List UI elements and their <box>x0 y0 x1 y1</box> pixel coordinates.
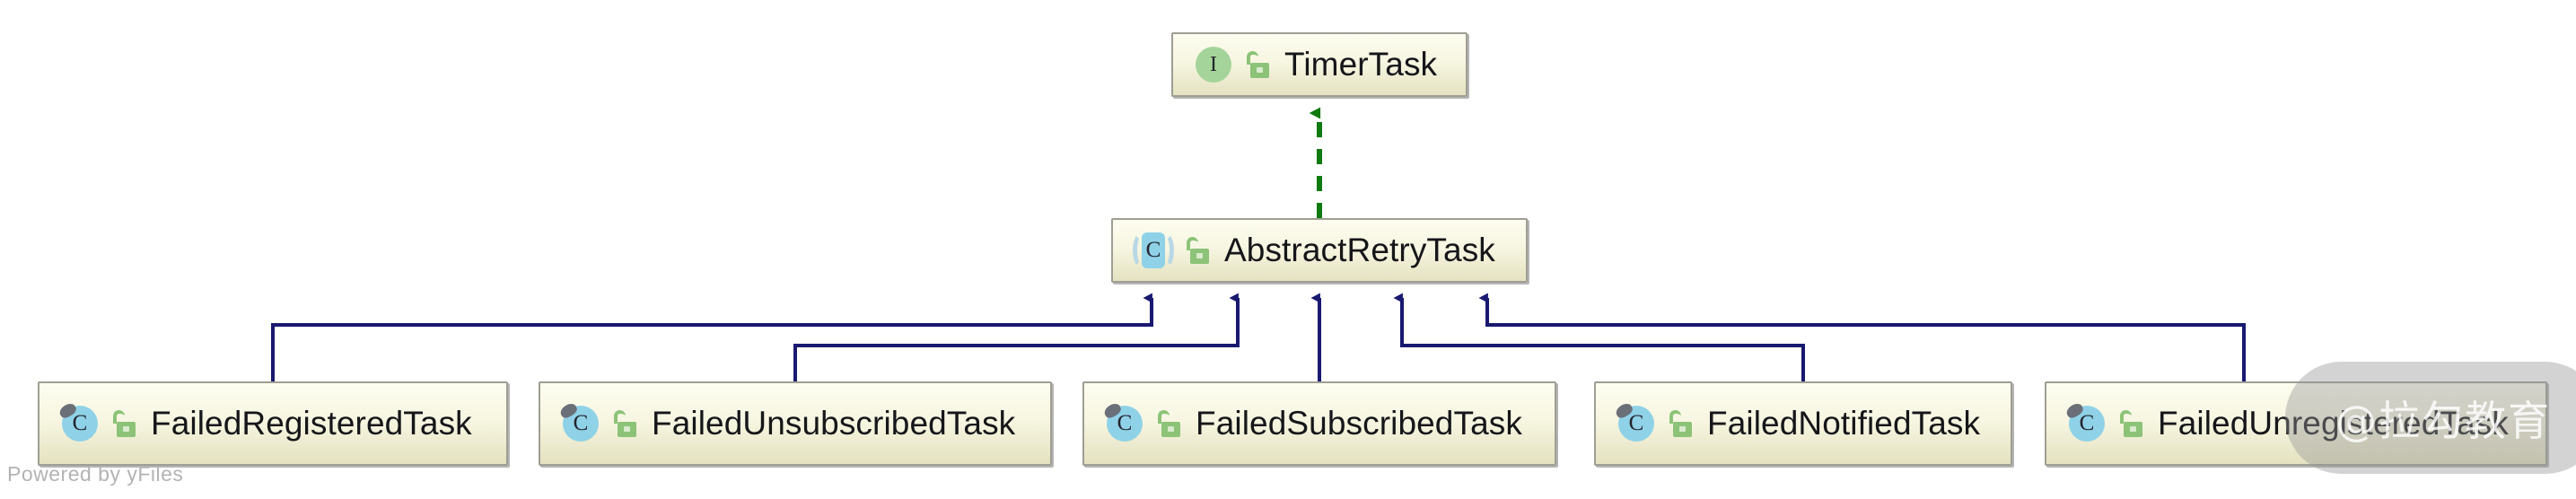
unlock-icon <box>1158 410 1181 437</box>
unlock-icon <box>614 410 637 437</box>
unlock-icon <box>1247 51 1270 78</box>
uml-node-timer-task[interactable]: I TimerTask <box>1171 32 1468 97</box>
class-icon: C <box>557 400 601 444</box>
unlock-icon <box>1669 410 1693 437</box>
uml-node-failed-registered-task[interactable]: C FailedRegisteredTask <box>38 381 508 466</box>
uml-node-failed-unregistered-task[interactable]: C FailedUnregisteredTask <box>2045 381 2547 466</box>
class-icon: C <box>1613 400 1657 444</box>
uml-node-abstract-retry-task[interactable]: C AbstractRetryTask <box>1111 218 1528 283</box>
unlock-icon <box>113 410 136 437</box>
footer-credit: Powered by yFiles <box>7 462 184 486</box>
class-icon: C <box>2063 400 2107 444</box>
uml-node-failed-unsubscribed-task[interactable]: C FailedUnsubscribedTask <box>539 381 1052 466</box>
unlock-icon <box>2120 410 2143 437</box>
uml-node-label: FailedNotifiedTask <box>1707 405 1981 442</box>
uml-node-label: AbstractRetryTask <box>1224 232 1495 268</box>
class-icon: C <box>57 400 101 444</box>
edge-notified <box>1393 293 1805 381</box>
watermark: @拉勾教育 <box>2285 362 2576 474</box>
uml-node-failed-notified-task[interactable]: C FailedNotifiedTask <box>1594 381 2012 466</box>
uml-node-label: FailedSubscribedTask <box>1196 405 1522 442</box>
interface-icon: I <box>1193 44 1234 85</box>
uml-node-label: FailedUnsubscribedTask <box>652 405 1016 442</box>
class-icon: C <box>1101 400 1145 444</box>
uml-node-failed-subscribed-task[interactable]: C FailedSubscribedTask <box>1082 381 1556 466</box>
uml-node-label: FailedUnregisteredTask <box>2158 405 2509 442</box>
uml-node-label: TimerTask <box>1284 46 1438 83</box>
abstract-class-icon: C <box>1133 230 1174 271</box>
edge-unsubscribed <box>793 293 1240 381</box>
uml-node-label: FailedRegisteredTask <box>151 405 472 442</box>
edge-registered <box>271 293 1153 381</box>
unlock-icon <box>1187 237 1210 264</box>
edge-unregistered <box>1478 293 2246 381</box>
